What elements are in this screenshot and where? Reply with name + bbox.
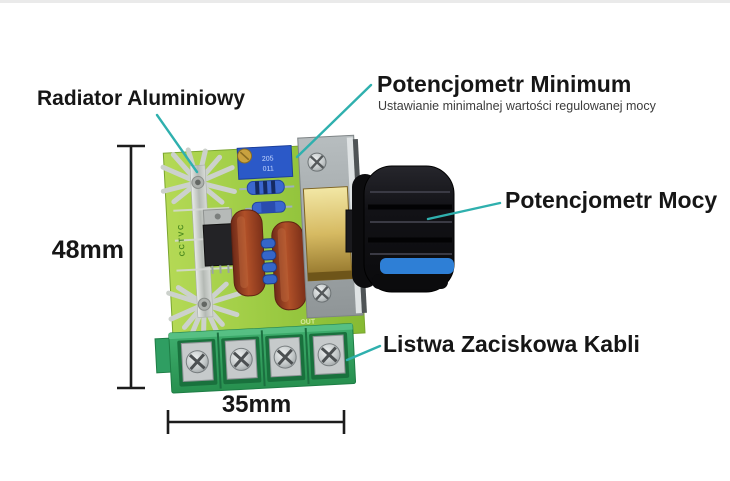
trimmer-marking-top: 205 (262, 155, 274, 163)
terminal-strip-label: Listwa Zaciskowa Kabli (383, 331, 640, 357)
terminal-1 (177, 338, 218, 387)
potentiometer-body (302, 186, 353, 282)
terminal-4 (309, 331, 350, 380)
triac (202, 208, 236, 274)
resistor-stack (260, 238, 278, 285)
pcb-module: CCTVC 205 011 (154, 134, 367, 394)
capacitor-right-sheen (277, 228, 290, 303)
radiator-label: Radiator Aluminiowy (37, 87, 246, 110)
callout-line-radiator (155, 113, 199, 174)
capacitor-left-sheen (236, 216, 249, 289)
knob-ribs (368, 191, 452, 255)
height-dimension-line (117, 144, 145, 390)
heatsink-hole-bottom-inner (201, 301, 208, 308)
pcb-silk-side-text: CCTVC (176, 223, 187, 257)
resistor (239, 179, 295, 196)
terminal-2 (221, 336, 262, 385)
pcb-silk-out-text: OUT (300, 318, 316, 326)
terminal-3 (265, 334, 306, 382)
trimmer-potentiometer: 205 011 (236, 144, 294, 180)
terminal-block (154, 323, 357, 394)
width-dimension-label: 35mm (221, 391, 292, 418)
top-border-strip (0, 0, 730, 3)
callout-line-terminal (345, 344, 382, 362)
heatsink-hole-top-inner (195, 179, 201, 186)
height-dimension-label: 48mm (51, 236, 124, 264)
trimmer-marking-bottom: 011 (263, 165, 275, 173)
control-knob (345, 165, 455, 293)
knob-blue-ring (380, 258, 454, 274)
width-dimension-line (166, 410, 346, 434)
power-pot-label: Potencjometr Mocy (505, 187, 718, 213)
minimum-pot-description: Ustawianie minimalnej wartości regulowan… (378, 99, 656, 113)
minimum-pot-label: Potencjometr Minimum (377, 71, 632, 97)
callout-line-minimum (295, 83, 373, 159)
small-capacitor (245, 200, 293, 214)
callout-line-power (426, 201, 502, 221)
knob-bottom-rib (372, 274, 448, 289)
